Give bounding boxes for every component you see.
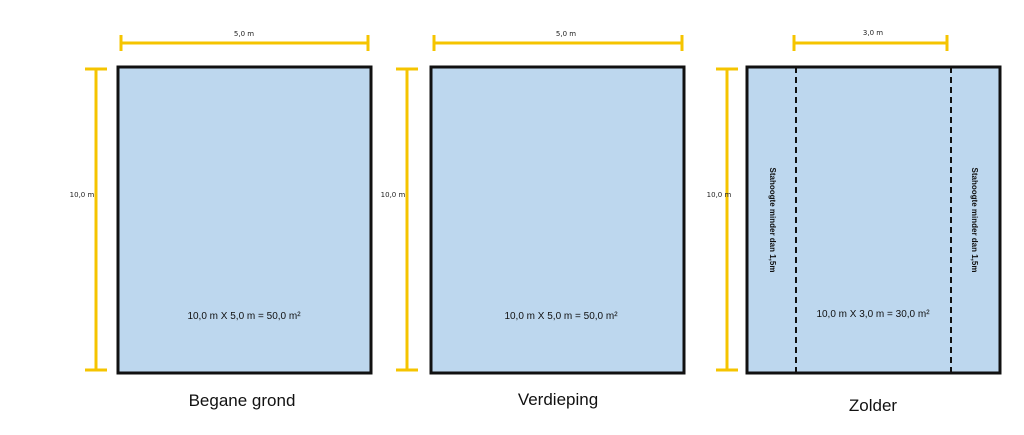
height-dimension-line [396,67,418,372]
floor-name: Begane grond [189,391,296,410]
floor-name: Zolder [849,396,898,415]
width-dimension-line [792,35,949,51]
room-rectangle [429,65,686,375]
area-calculation: 10,0 m X 3,0 m = 30,0 m² [816,309,930,320]
width-label: 5,0 m [556,30,576,38]
floor-plan-verdieping: 5,0 m 10,0 m 10,0 m X 5,0 m = 50,0 m² Ve… [381,30,686,409]
width-label: 3,0 m [863,29,883,37]
floor-name: Verdieping [518,390,598,409]
floor-plan-begane-grond: 5,0 m 10,0 m 10,0 m X 5,0 m = 50,0 m² Be… [70,30,373,410]
width-dimension-line [432,35,684,51]
height-label: 10,0 m [707,191,732,199]
height-label: 10,0 m [381,191,406,199]
right-headroom-note: Stahoogte minder dan 1,5m [970,168,979,273]
floor-plan-zolder: 3,0 m 10,0 m Stahoogte minder dan 1,5m S… [707,29,1002,415]
room-rectangle [116,65,373,375]
left-headroom-note: Stahoogte minder dan 1,5m [768,168,777,273]
area-calculation: 10,0 m X 5,0 m = 50,0 m² [187,311,301,322]
width-dimension-line [119,35,370,51]
height-dimension-line [85,67,107,372]
height-label: 10,0 m [70,191,95,199]
area-calculation: 10,0 m X 5,0 m = 50,0 m² [504,311,618,322]
width-label: 5,0 m [234,30,254,38]
room-rectangle [745,65,1002,375]
height-dimension-line [716,67,738,372]
